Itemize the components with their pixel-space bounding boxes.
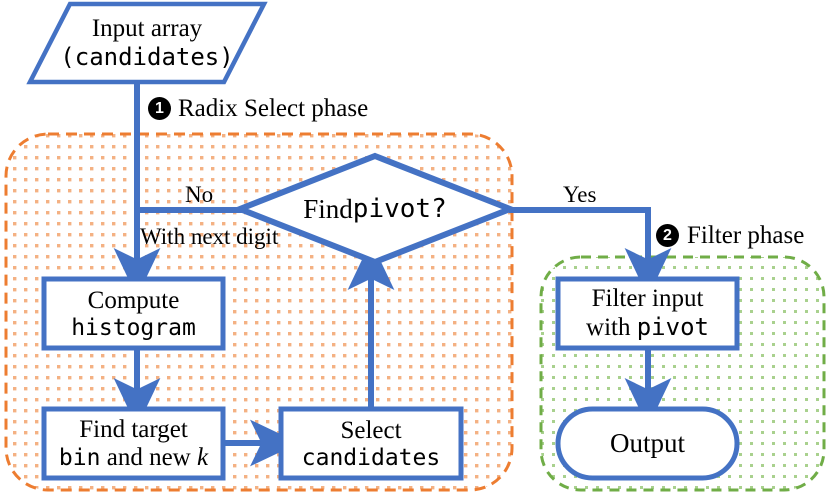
node-filter-input[interactable] xyxy=(555,276,740,351)
node-select-candidates[interactable] xyxy=(278,406,464,481)
edge-yes-to-filter xyxy=(509,207,672,298)
node-compute-histogram[interactable] xyxy=(41,276,226,351)
phase-1-label: Radix Select phase xyxy=(178,95,369,122)
edge-label-yes: Yes xyxy=(563,182,597,207)
node-find-target-bin[interactable] xyxy=(41,406,226,481)
node-find-pivot[interactable] xyxy=(231,152,519,266)
phase-2-label: Filter phase xyxy=(687,222,805,249)
edge-label-with-next-digit: With next digit xyxy=(140,224,279,249)
phase-2-badge: 2 xyxy=(656,224,679,247)
node-input-array[interactable] xyxy=(26,1,268,85)
connectors xyxy=(113,83,672,467)
node-output[interactable] xyxy=(555,406,740,481)
phase-1-badge: 1 xyxy=(148,97,171,120)
edge-label-no: No xyxy=(185,182,214,207)
